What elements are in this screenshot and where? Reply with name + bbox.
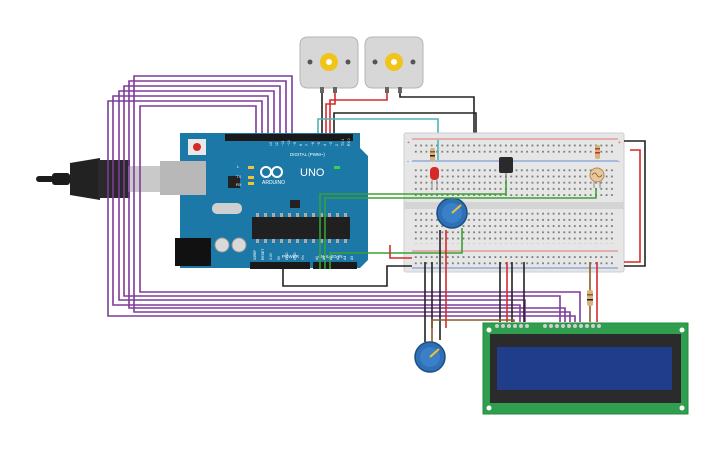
analog-pin-label: A5	[350, 256, 354, 260]
digital-pin-label: ~10	[287, 140, 291, 146]
power-jack	[175, 238, 211, 266]
arduino-logo-icon	[260, 166, 283, 178]
power-pin-label: 3.3V	[269, 252, 273, 260]
analog-pin-label: A2	[329, 256, 333, 260]
reset-icon	[193, 143, 201, 151]
power-pin-label: Vin	[301, 255, 305, 260]
digital-pin-label: 4	[323, 144, 327, 146]
resistor-backlight[interactable]	[587, 290, 593, 306]
arduino-brand: ARDUINO	[262, 180, 285, 186]
temperature-sensor[interactable]	[499, 157, 513, 180]
digital-pin-label: 13	[269, 142, 273, 146]
digital-pin-label: ~5	[317, 142, 321, 146]
power-pin-label: IOREF	[253, 250, 257, 260]
digital-label: DIGITAL (PWM~)	[290, 152, 325, 157]
arduino-uno[interactable]: ARDUINO UNO DIGITAL (PWM~) ANALOG IN POW…	[160, 133, 368, 269]
resistor-led[interactable]	[430, 148, 435, 162]
rail-plus-label: +	[407, 140, 410, 146]
usb-jack	[160, 161, 206, 195]
dc-motor-1[interactable]	[299, 36, 359, 93]
power-label: POWER	[282, 254, 300, 259]
photoresistor[interactable]	[589, 167, 605, 188]
power-pin-label: RESET	[261, 249, 265, 260]
rail-plus-label-right: +	[618, 140, 621, 146]
analog-pin-label: A3	[336, 256, 340, 260]
rail-minus-label-right: -	[618, 159, 620, 165]
power-header	[250, 262, 310, 269]
lcd-screen	[497, 347, 672, 390]
digital-pin-label: TX 1	[341, 139, 345, 146]
digital-pin-label: ~11	[281, 140, 285, 146]
digital-pin-label: RX 0	[347, 138, 351, 146]
analog-pin-label: A0	[315, 256, 319, 260]
purple-wire-bundle	[107, 75, 581, 322]
power-pin-label: GND	[285, 252, 289, 260]
digital-pin-label: 12	[275, 142, 279, 146]
rx-label: RX	[236, 182, 242, 187]
breadboard-wires	[282, 140, 646, 287]
potentiometer-contrast[interactable]	[414, 328, 446, 373]
led-red[interactable]	[430, 167, 439, 188]
analog-header	[313, 262, 357, 269]
potentiometer-breadboard[interactable]	[436, 197, 468, 229]
digital-pin-label: 8	[299, 144, 303, 146]
dc-motor-2[interactable]	[364, 36, 424, 93]
digital-pin-label: ~3	[329, 142, 333, 146]
resistor-photo[interactable]	[595, 145, 600, 159]
digital-header	[225, 134, 353, 141]
motor-wires	[317, 93, 477, 140]
rail-minus-label: -	[407, 159, 409, 165]
l-label: L	[237, 164, 240, 169]
tx-label: TX	[236, 174, 241, 179]
digital-pin-label: 2	[335, 144, 339, 146]
analog-pin-label: A1	[322, 256, 326, 260]
power-pin-label: 5V	[277, 255, 281, 260]
lcd-16x2[interactable]	[482, 322, 689, 415]
power-pin-label: GND	[293, 252, 297, 260]
arduino-model: UNO	[300, 167, 325, 179]
analog-pin-label: A4	[343, 256, 347, 260]
breadboard[interactable]: + - + -	[403, 132, 625, 273]
digital-pin-label: 7	[305, 144, 309, 146]
usb-cable	[36, 158, 162, 200]
atmega-chip	[252, 217, 350, 239]
digital-pin-label: ~6	[311, 142, 315, 146]
digital-pin-label: ~9	[293, 142, 297, 146]
